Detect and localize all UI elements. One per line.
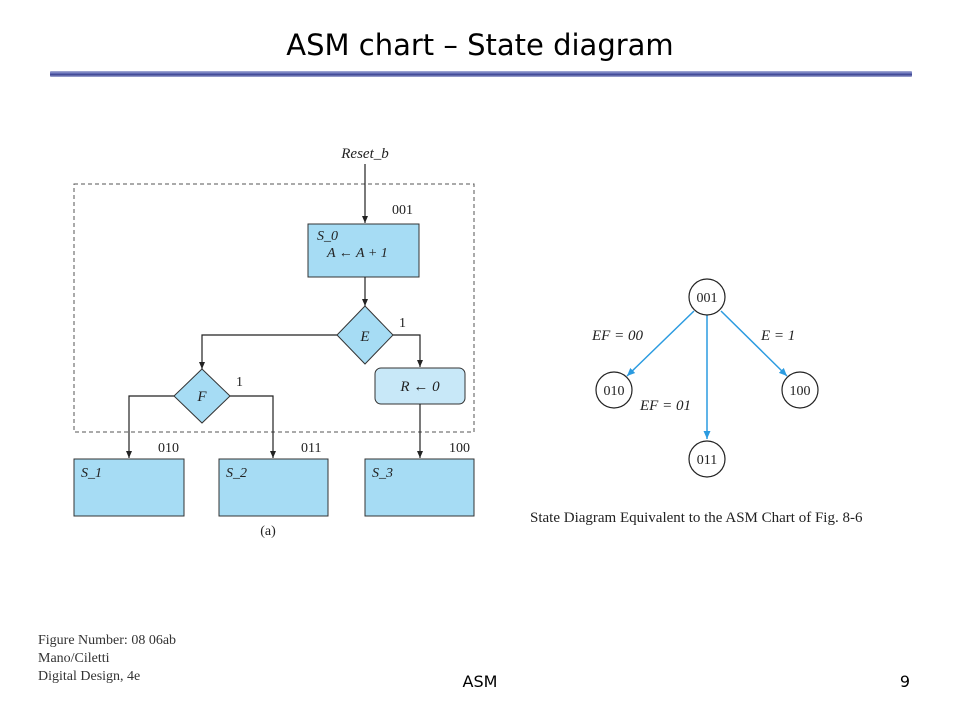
state-box-s3 (364, 458, 475, 517)
decision-e-true: 1 (399, 316, 406, 331)
s0-code: 001 (392, 203, 413, 218)
state-box-s0 (307, 223, 420, 278)
state-diagram: 001 010 011 100 EF = 00 EF = 01 E = 1 St… (530, 278, 863, 526)
edge-001-100 (720, 310, 788, 377)
state-node-011 (688, 440, 726, 478)
figure-credits: Figure Number: 08 06ab Mano/Ciletti Digi… (38, 632, 176, 686)
decision-f-label: F (196, 389, 207, 405)
state-node-010-label: 010 (604, 384, 625, 399)
s0-name: S_0 (317, 229, 338, 244)
asm-caption: (a) (260, 524, 276, 539)
decision-e (336, 305, 394, 365)
s1-name: S_1 (81, 466, 102, 481)
slide-title: ASM chart – State diagram (286, 28, 674, 62)
state-diagram-caption: State Diagram Equivalent to the ASM Char… (530, 510, 863, 526)
state-box-s1 (73, 458, 185, 517)
f-false-path (126, 395, 174, 458)
credit-line: Mano/Ciletti (38, 651, 110, 666)
state-node-001-label: 001 (697, 291, 718, 306)
s3-code: 100 (449, 441, 470, 456)
title-underline (50, 71, 912, 77)
reset-label: Reset_b (340, 146, 389, 162)
s1-code: 010 (158, 441, 179, 456)
s0-action: A ← A + 1 (326, 246, 388, 261)
conditional-action: R ← 0 (399, 379, 440, 395)
f-true-path (230, 395, 276, 458)
e-true-path (393, 334, 423, 367)
state-node-100 (781, 371, 819, 409)
edge-label-e1: E = 1 (760, 328, 795, 344)
s3-name: S_3 (372, 466, 393, 481)
state-node-011-label: 011 (697, 453, 717, 468)
state-node-010 (595, 371, 633, 409)
page-number: 9 (899, 672, 910, 691)
edge-label-ef00: EF = 00 (591, 328, 643, 344)
decision-f-true: 1 (236, 375, 243, 390)
edge-label-ef01: EF = 01 (639, 398, 691, 414)
credit-line: Figure Number: 08 06ab (38, 633, 177, 648)
decision-f (173, 368, 231, 424)
e-false-path (199, 334, 337, 369)
state-box-s2 (218, 458, 329, 517)
decision-e-label: E (359, 329, 369, 345)
asm-chart: Reset_b 001 S_0 A ← A + 1 E 1 R ← 0 F 1 … (73, 146, 475, 539)
edge-001-010 (626, 310, 695, 377)
state-node-001 (688, 278, 726, 316)
state-node-100-label: 100 (790, 384, 811, 399)
credit-line: Digital Design, 4e (38, 669, 141, 684)
s2-name: S_2 (226, 466, 247, 481)
s2-code: 011 (301, 441, 321, 456)
footer-label: ASM (462, 672, 498, 691)
asm-block-boundary (73, 183, 475, 433)
